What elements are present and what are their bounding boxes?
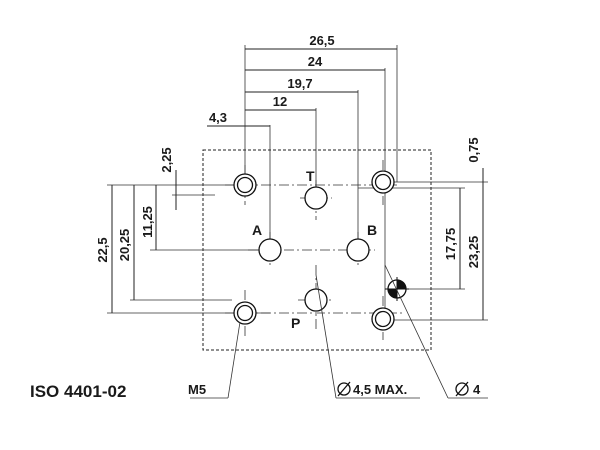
- dim-0-75: 0,75: [466, 137, 481, 162]
- port-label-p: P: [291, 315, 300, 331]
- port-b-hole: [346, 238, 370, 262]
- callout-port-diameter: 4,5 MAX.: [353, 382, 407, 397]
- dim-20-25: 20,25: [117, 229, 132, 262]
- dim-2-25: 2,25: [159, 147, 174, 172]
- standard-label: ISO 4401-02: [30, 382, 126, 401]
- m5-hole-top-left: [233, 173, 257, 197]
- port-label-a: A: [252, 222, 262, 238]
- dim-26-5: 26,5: [309, 33, 334, 48]
- port-p-hole: [304, 288, 328, 312]
- port-label-t: T: [306, 168, 315, 184]
- m5-hole-bottom-right: [371, 307, 395, 331]
- m5-hole-bottom-left: [233, 301, 257, 325]
- diameter-symbol-icon: [337, 381, 351, 397]
- dim-12: 12: [273, 94, 287, 109]
- dim-24: 24: [308, 54, 323, 69]
- dim-17-75: 17,75: [443, 228, 458, 261]
- dim-11-25: 11,25: [140, 206, 155, 238]
- callout-m5: M5: [188, 382, 206, 397]
- right-dimension-lines: [358, 168, 488, 321]
- port-label-b: B: [367, 222, 377, 238]
- callout-leaders: [190, 264, 488, 399]
- locating-pin-hole: [385, 277, 409, 301]
- dim-4-3: 4,3: [209, 110, 227, 125]
- dim-23-25: 23,25: [466, 236, 481, 269]
- callout-pin-diameter: 4: [473, 382, 481, 397]
- port-t-hole: [304, 186, 328, 210]
- diameter-symbol-icon: [455, 381, 469, 397]
- dim-19-7: 19,7: [287, 76, 312, 91]
- m5-hole-top-right: [371, 170, 395, 194]
- dim-22-5: 22,5: [95, 237, 110, 262]
- port-a-hole: [258, 238, 282, 262]
- top-dimension-lines: [207, 48, 397, 127]
